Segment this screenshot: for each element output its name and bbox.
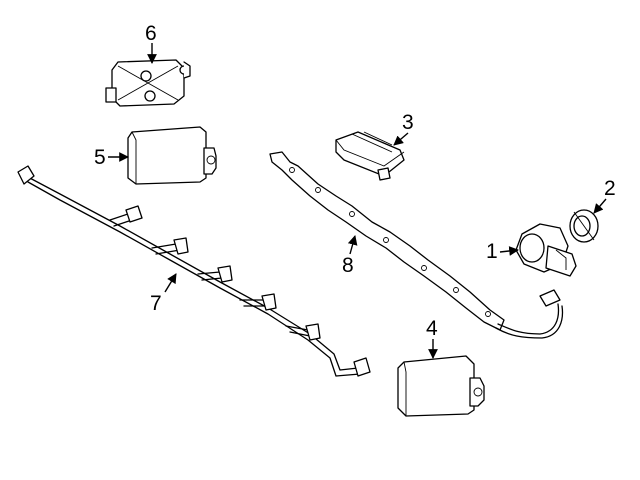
part-7-harness[interactable] [17,165,371,377]
part-4-module[interactable] [397,355,485,417]
callout-3-arrow [393,132,409,146]
callout-7-arrow [164,273,177,293]
callout-3-label: 3 [402,111,414,134]
part-2-ring[interactable] [569,209,599,243]
callout-5-label: 5 [94,146,106,169]
callout-6-label: 6 [145,22,157,45]
callout-8-arrow [347,235,358,255]
callout-4-label: 4 [426,317,438,340]
callout-2-label: 2 [604,177,616,200]
callout-1-arrow [499,246,519,256]
part-8-harness[interactable] [269,151,564,339]
callout-2-arrow [593,198,607,214]
callout-8-label: 8 [342,254,354,277]
part-5-module[interactable] [127,126,217,185]
part-6-bracket[interactable] [105,59,191,107]
callout-7-label: 7 [150,292,162,315]
part-3-sensor[interactable] [335,131,405,181]
callout-1-label: 1 [486,240,498,263]
part-1-sensor[interactable] [515,223,577,277]
